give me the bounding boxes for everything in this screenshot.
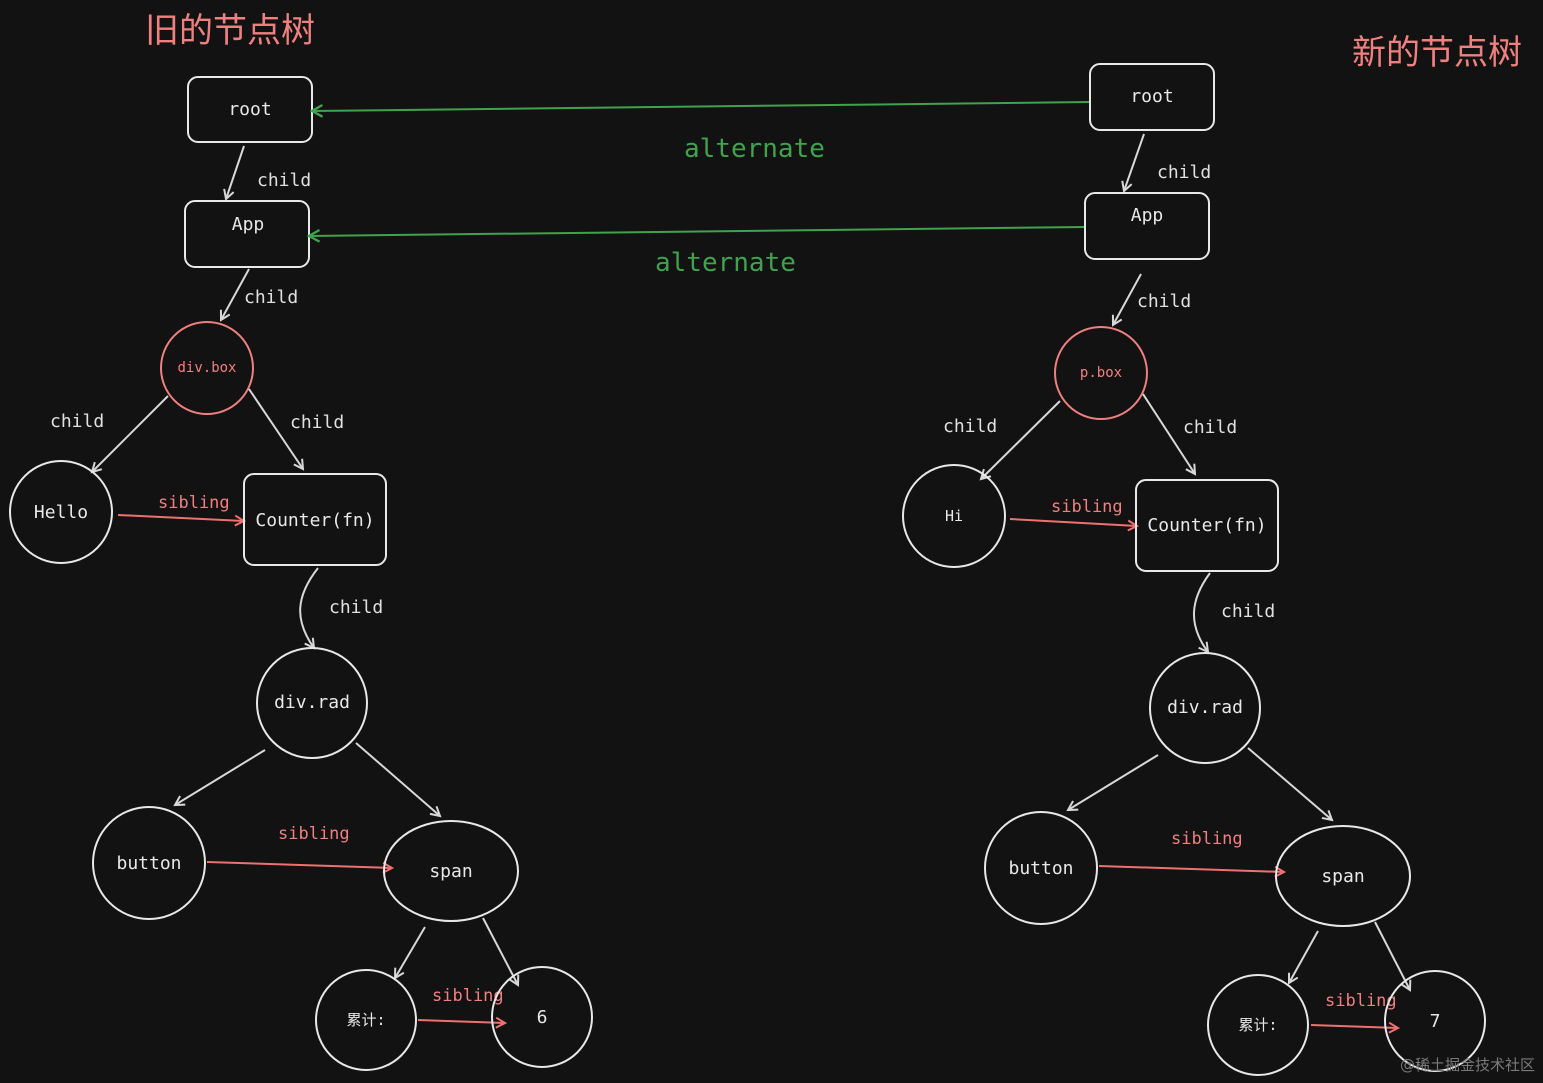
old-counter-node [243, 473, 387, 566]
new-hi-node [902, 464, 1006, 568]
new-divrad-button-edge [1068, 754, 1159, 810]
new-counter-label: Counter(fn) [1147, 515, 1266, 536]
new-count-node [1384, 970, 1486, 1072]
new-pbox-counter-label: child [1183, 417, 1237, 438]
old-root-app-edge [226, 145, 245, 199]
new-button-label: button [1008, 858, 1073, 879]
new-pbox-label: p.box [1080, 365, 1122, 381]
new-accum-count-sibling-edge [1310, 1025, 1398, 1028]
old-divbox-label: div.box [177, 360, 236, 376]
new-root-app-edge [1124, 133, 1145, 191]
new-button-span-sibling-edge [1098, 865, 1284, 872]
new-button-node [984, 811, 1098, 925]
new-hi-counter-sibling-edge [1009, 518, 1137, 526]
new-span-label: span [1321, 866, 1364, 887]
app-alternate-edge [309, 226, 1086, 236]
watermark: @稀土掘金技术社区 [1400, 1056, 1535, 1074]
old-count-node [491, 966, 593, 1068]
old-button-span-sibling-label: sibling [278, 824, 350, 844]
old-app-divbox-edge [221, 268, 250, 320]
new-count-label: 7 [1430, 1011, 1441, 1032]
old-root-label: root [228, 99, 271, 120]
new-divrad-span-edge [1247, 747, 1332, 820]
new-hi-label: Hi [945, 507, 963, 525]
old-accum-node [315, 969, 417, 1071]
old-accum-count-sibling-label: sibling [432, 986, 504, 1006]
old-divrad-node [256, 647, 368, 759]
new-app-label: App [1131, 205, 1164, 226]
old-tree-title: 旧的节点树 [145, 11, 315, 51]
old-divrad-label: div.rad [274, 692, 350, 713]
new-pbox-node [1054, 326, 1148, 420]
old-count-label: 6 [537, 1007, 548, 1028]
old-divbox-counter-label: child [290, 412, 344, 433]
old-hello-label: Hello [34, 502, 88, 523]
root-alternate-label: alternate [684, 134, 825, 164]
old-button-node [92, 806, 206, 920]
new-counter-divrad-edge [1193, 572, 1211, 652]
old-divrad-button-edge [175, 749, 266, 805]
new-app-node [1084, 192, 1210, 260]
new-divrad-node [1149, 652, 1261, 764]
alternate-links: alternate alternate [309, 101, 1091, 278]
old-counter-divrad-edge [299, 567, 319, 648]
new-counter-node [1135, 479, 1279, 572]
new-accum-count-sibling-label: sibling [1325, 991, 1397, 1011]
new-app-pbox-label: child [1137, 291, 1191, 312]
new-app-pbox-edge [1113, 273, 1142, 325]
new-span-count-edge [1374, 921, 1410, 990]
old-span-label: span [429, 861, 472, 882]
old-hello-counter-sibling-label: sibling [158, 493, 230, 513]
old-app-label: App [232, 214, 265, 235]
new-button-span-sibling-label: sibling [1171, 829, 1243, 849]
new-span-node [1275, 825, 1411, 927]
old-tree: root child App child div.box child child… [9, 76, 593, 1071]
new-accum-node [1207, 974, 1309, 1076]
old-app-divbox-label: child [244, 287, 298, 308]
old-divbox-node [160, 321, 254, 415]
old-hello-counter-sibling-edge [117, 514, 244, 521]
new-tree: root child App child p.box child child H… [902, 63, 1486, 1076]
app-alternate-label: alternate [655, 248, 796, 278]
new-tree-title: 新的节点树 [1352, 33, 1522, 73]
old-counter-label: Counter(fn) [255, 510, 374, 531]
new-span-accum-edge [1289, 930, 1319, 983]
new-root-node [1089, 63, 1215, 131]
new-accum-label: 累计: [1238, 1016, 1277, 1034]
old-span-accum-edge [395, 926, 426, 978]
new-root-app-label: child [1157, 162, 1211, 183]
old-accum-label: 累计: [346, 1011, 385, 1029]
old-button-label: button [116, 853, 181, 874]
new-pbox-hi-label: child [943, 416, 997, 437]
root-alternate-edge [312, 101, 1091, 111]
old-divbox-hello-label: child [50, 411, 104, 432]
new-root-label: root [1130, 86, 1173, 107]
old-span-count-edge [482, 917, 518, 985]
old-divbox-hello-edge [92, 395, 169, 472]
old-counter-divrad-label: child [329, 597, 383, 618]
new-pbox-hi-edge [981, 400, 1061, 479]
old-button-span-sibling-edge [206, 861, 392, 868]
old-hello-node [9, 460, 113, 564]
old-root-app-label: child [257, 170, 311, 191]
new-divrad-label: div.rad [1167, 697, 1243, 718]
old-divbox-counter-edge [248, 388, 303, 469]
old-span-node [383, 820, 519, 922]
old-divrad-span-edge [355, 742, 440, 816]
new-counter-divrad-label: child [1221, 601, 1275, 622]
new-pbox-counter-edge [1142, 393, 1195, 474]
old-accum-count-sibling-edge [417, 1020, 505, 1023]
new-hi-counter-sibling-label: sibling [1051, 497, 1123, 517]
